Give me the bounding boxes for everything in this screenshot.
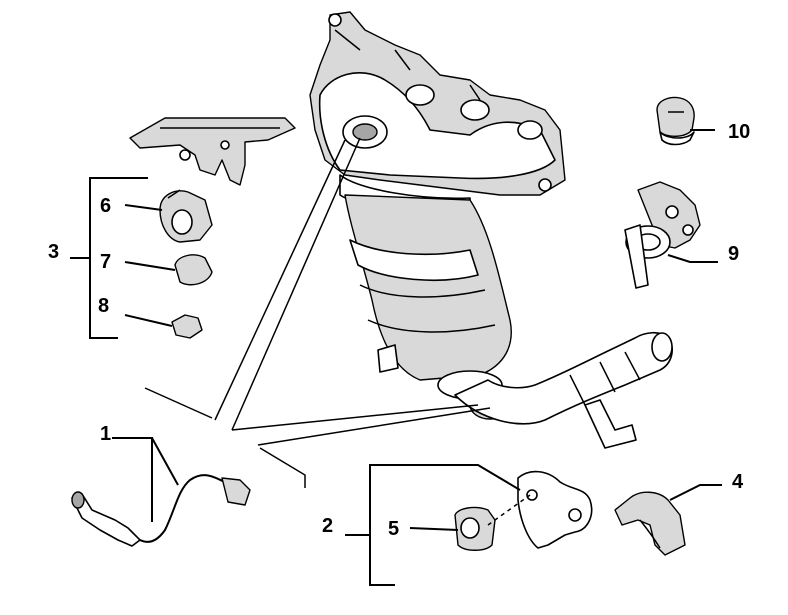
callout-labels: 10 9 3 6 7 8 1 2 5 4 — [48, 121, 750, 540]
callout-5: 5 — [388, 518, 399, 540]
part-10-cap — [656, 96, 695, 146]
exhaust-manifold-catalyst — [309, 11, 673, 449]
callout-9: 9 — [728, 243, 739, 265]
callout-8: 8 — [98, 295, 109, 317]
part-7-cap — [174, 254, 213, 286]
part-5-bushing — [454, 506, 496, 551]
bracket-assembly — [129, 117, 296, 186]
part-9-clamp — [624, 181, 701, 289]
callout-6: 6 — [100, 195, 111, 217]
part-6-clip — [159, 189, 213, 243]
callout-10: 10 — [728, 121, 750, 143]
callout-2: 2 — [322, 515, 333, 537]
callout-7: 7 — [100, 251, 111, 273]
part-4-clamp — [614, 491, 686, 556]
callout-1: 1 — [100, 423, 111, 445]
callout-3: 3 — [48, 241, 59, 263]
leader-lines — [70, 129, 722, 586]
part-1-oxygen-sensor — [71, 474, 251, 547]
callout-4: 4 — [732, 471, 744, 493]
part-8-clip — [171, 314, 203, 339]
part-2-heat-shield — [517, 470, 593, 549]
